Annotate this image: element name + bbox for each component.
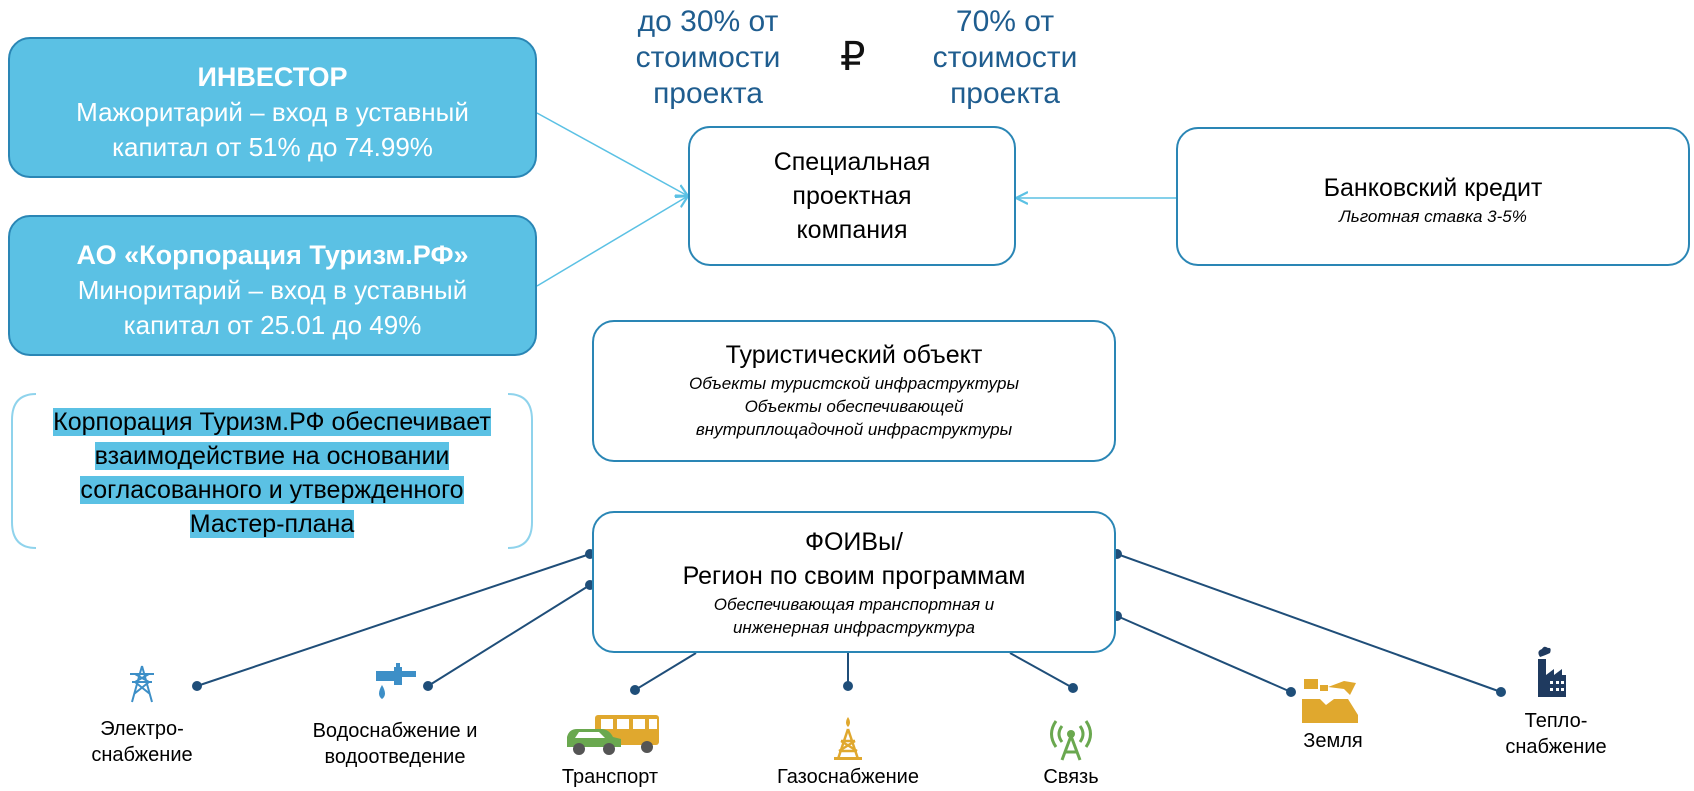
connector-transport xyxy=(634,652,697,691)
investor-line: капитал от 51% до 74.99% xyxy=(112,132,433,162)
corporation-line: Миноритарий – вход в уставный xyxy=(77,275,468,305)
tourist-object-box: Туристический объект Объекты туристской … xyxy=(592,320,1116,462)
corporation-box: АО «Корпорация Туризм.РФ» Миноритарий – … xyxy=(8,215,537,356)
tourist-title: Туристический объект xyxy=(725,341,983,369)
electricity-line: снабжение xyxy=(91,744,193,766)
connector-dot xyxy=(1496,687,1506,697)
investor-box: ИНВЕСТОР Мажоритарий – вход в уставный к… xyxy=(8,37,537,178)
connector-water xyxy=(427,584,591,687)
water-line: водоотведение xyxy=(324,746,466,768)
transport-label: Транспорт xyxy=(561,766,659,788)
foiv-line: Регион по своим программам xyxy=(682,562,1026,590)
connector-dot xyxy=(1286,687,1296,697)
communication-label: Связь xyxy=(1043,766,1099,788)
water-tap-icon xyxy=(376,663,416,699)
foiv-line: ФОИВы/ xyxy=(804,528,903,556)
investor-title: ИНВЕСТОР xyxy=(197,62,348,92)
debt-share-label: 70% от стоимости проекта xyxy=(932,5,1078,110)
spv-line: проектная xyxy=(792,182,912,210)
note-text: Корпорация Туризм.РФ обеспечивает взаимо… xyxy=(32,405,512,541)
water-line: Водоснабжение и xyxy=(312,720,478,742)
corporation-line: капитал от 25.01 до 49% xyxy=(123,310,422,340)
excavator-icon xyxy=(1302,679,1358,723)
tourist-line: Объекты туристской инфраструктуры xyxy=(689,374,1019,393)
factory-icon xyxy=(1538,646,1566,697)
connector-dot xyxy=(192,681,202,691)
connector-electricity xyxy=(196,553,591,687)
electricity-label: Электро- снабжение xyxy=(72,716,212,768)
heat-line: снабжение xyxy=(1505,736,1607,758)
note-line: Корпорация Туризм.РФ обеспечивает xyxy=(53,408,491,436)
water-label: Водоснабжение и водоотведение xyxy=(290,718,500,770)
heat-line: Тепло- xyxy=(1524,710,1588,732)
bank-title: Банковский кредит xyxy=(1323,174,1543,202)
foiv-box: ФОИВы/ Регион по своим программам Обеспе… xyxy=(592,511,1116,653)
connector-dot xyxy=(630,685,640,695)
power-tower-icon xyxy=(130,665,154,703)
note-line: Мастер-плана xyxy=(189,510,355,538)
tourist-line: Объекты обеспечивающей xyxy=(744,397,964,416)
connector-dot xyxy=(1068,683,1078,693)
spv-box: Специальная проектная компания xyxy=(688,126,1016,266)
connector-heat xyxy=(1116,553,1502,693)
bank-box: Банковский кредит Льготная ставка 3-5% xyxy=(1176,127,1690,266)
tourist-line: внутриплощадочной инфраструктуры xyxy=(695,420,1013,439)
foiv-line: Обеспечивающая транспортная и xyxy=(713,595,995,614)
investor-line: Мажоритарий – вход в уставный xyxy=(76,97,469,127)
bank-subtitle: Льготная ставка 3-5% xyxy=(1339,207,1527,226)
arrow-investor-to-spv xyxy=(536,112,688,196)
land-label: Земля xyxy=(1303,730,1363,752)
bus-car-icon xyxy=(567,715,659,755)
electricity-line: Электро- xyxy=(100,718,184,740)
spv-line: компания xyxy=(796,216,908,244)
connector-dot xyxy=(843,681,853,691)
connector-dot xyxy=(423,681,433,691)
note-line: согласованного и утвержденного xyxy=(80,476,464,504)
foiv-line: инженерная инфраструктура xyxy=(732,618,976,637)
arrow-corporation-to-spv xyxy=(536,196,688,287)
ruble-icon: ₽ xyxy=(840,35,866,79)
heat-label: Тепло- снабжение xyxy=(1486,708,1626,760)
gas-label: Газоснабжение xyxy=(777,766,919,788)
corporation-title: АО «Корпорация Туризм.РФ» xyxy=(76,240,469,270)
connector-land xyxy=(1116,615,1292,693)
gas-rig-icon xyxy=(834,717,862,760)
equity-share-label: до 30% от стоимости проекта xyxy=(635,5,781,110)
note-line: взаимодействие на основании xyxy=(94,442,450,470)
connector-communication xyxy=(1009,652,1074,689)
spv-line: Специальная xyxy=(773,148,931,176)
antenna-icon xyxy=(1050,720,1092,761)
